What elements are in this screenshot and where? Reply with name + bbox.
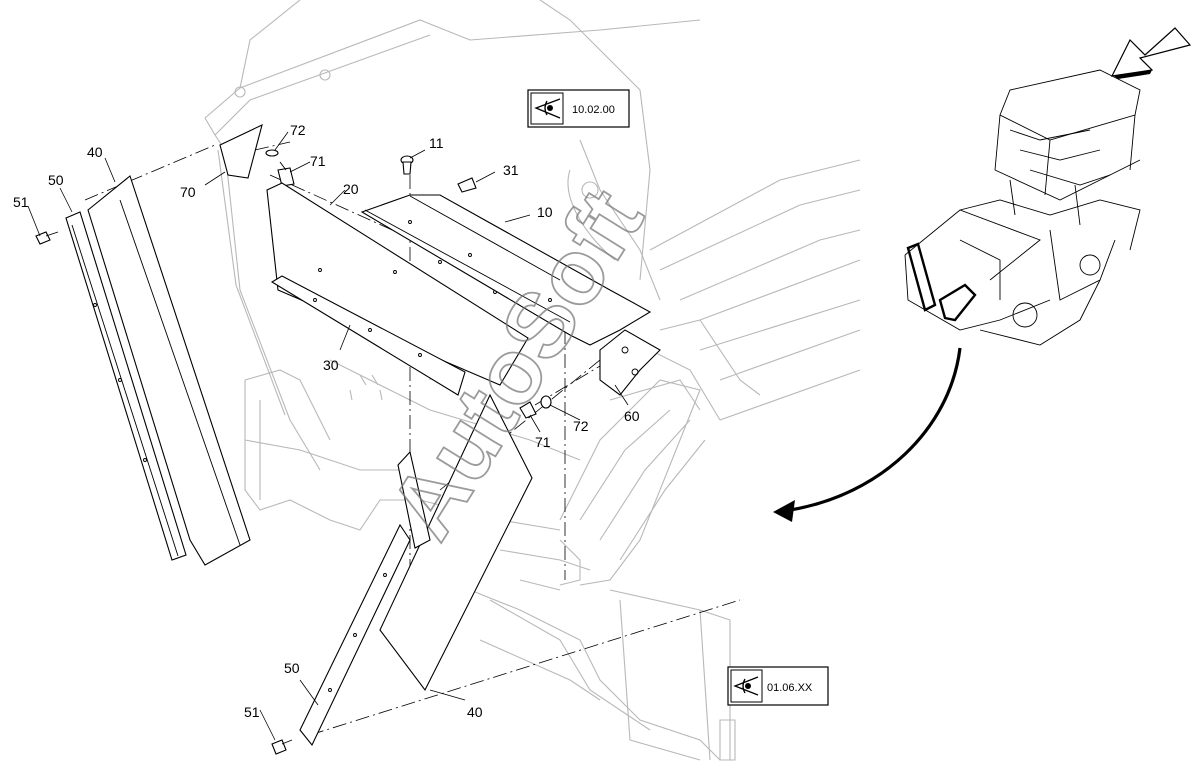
reference-code-bottom: 01.06.XX: [767, 682, 813, 694]
part-40-left-strip[interactable]: [87, 175, 251, 566]
view-direction-arrow-icon: [1110, 27, 1192, 79]
part-labels: 10 11 20 30 31 40 40 50 50 51 51 60 70 7…: [13, 122, 640, 720]
reference-box-top[interactable]: 10.02.00: [527, 89, 630, 128]
label-51-left: 51: [13, 194, 29, 210]
part-10-plate[interactable]: [360, 194, 652, 346]
reference-box-bottom[interactable]: 01.06.XX: [727, 666, 829, 706]
label-50-bottom: 50: [284, 660, 300, 676]
part-71-bolt-top[interactable]: [277, 161, 295, 187]
label-72-mid: 72: [573, 418, 589, 434]
label-31: 31: [503, 162, 519, 178]
part-60-bracket[interactable]: [599, 329, 661, 396]
part-71-bolt-mid[interactable]: [519, 401, 537, 419]
label-10: 10: [537, 204, 553, 220]
part-40-bottom-strip[interactable]: [379, 393, 533, 692]
label-20: 20: [343, 181, 359, 197]
eye-icon: [733, 676, 759, 696]
label-71-mid: 71: [535, 434, 551, 450]
part-11-screw[interactable]: [400, 155, 414, 175]
leader-lines: [27, 131, 629, 741]
part-30-strip[interactable]: [270, 275, 466, 396]
label-40-left: 40: [87, 144, 103, 160]
label-60: 60: [624, 408, 640, 424]
label-40-bottom: 40: [467, 704, 483, 720]
part-72-washer-mid[interactable]: [540, 395, 552, 409]
label-11: 11: [429, 135, 444, 151]
part-70-bracket[interactable]: [219, 123, 263, 179]
eye-icon: [534, 98, 561, 119]
label-72-top: 72: [290, 122, 306, 138]
label-51-bottom: 51: [244, 704, 260, 720]
label-30: 30: [323, 357, 339, 373]
paver-machine-thumbnail: [904, 69, 1141, 346]
part-51-bottom-screw[interactable]: [271, 739, 293, 755]
curved-arrow-icon: [773, 347, 962, 522]
part-50-bottom-strip[interactable]: [299, 523, 411, 747]
label-71-top: 71: [310, 153, 326, 169]
reference-code-top: 10.02.00: [572, 104, 615, 116]
part-72-washer-top[interactable]: [265, 149, 279, 157]
part-31-screw[interactable]: [457, 177, 477, 193]
part-50-left-strip[interactable]: [65, 211, 187, 561]
label-50-left: 50: [48, 172, 64, 188]
label-70: 70: [180, 184, 196, 200]
